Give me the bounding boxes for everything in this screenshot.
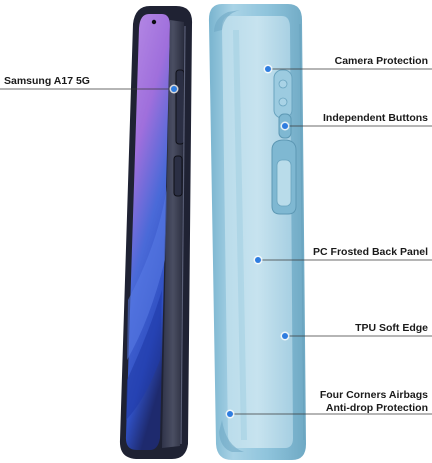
marker-camera-protection-icon bbox=[263, 64, 273, 74]
label-airbags-line1: Four Corners Airbags bbox=[319, 389, 428, 401]
label-camera-protection: Camera Protection bbox=[334, 55, 428, 67]
marker-soft-edge-icon bbox=[280, 331, 290, 341]
marker-back-panel-icon bbox=[253, 255, 263, 265]
power-button bbox=[173, 155, 183, 197]
corner-airbag-top bbox=[214, 10, 240, 32]
marker-device-model-icon bbox=[169, 84, 179, 94]
label-back-panel: PC Frosted Back Panel bbox=[313, 246, 428, 258]
volume-button bbox=[175, 69, 185, 145]
phone-case bbox=[208, 4, 306, 460]
phone-body bbox=[119, 6, 193, 459]
label-device-model: Samsung A17 5G bbox=[4, 75, 90, 87]
front-camera-icon bbox=[151, 19, 157, 25]
label-soft-edge: TPU Soft Edge bbox=[355, 322, 428, 334]
label-airbags-line2: Anti-drop Protection bbox=[325, 402, 428, 414]
leader-lines bbox=[0, 68, 432, 415]
label-independent-buttons: Independent Buttons bbox=[323, 112, 428, 124]
corner-airbag-bottom bbox=[219, 420, 244, 452]
camera-cutout bbox=[273, 69, 293, 119]
marker-airbags-icon bbox=[225, 409, 235, 419]
markers bbox=[169, 64, 290, 419]
marker-independent-buttons-icon bbox=[280, 121, 290, 131]
